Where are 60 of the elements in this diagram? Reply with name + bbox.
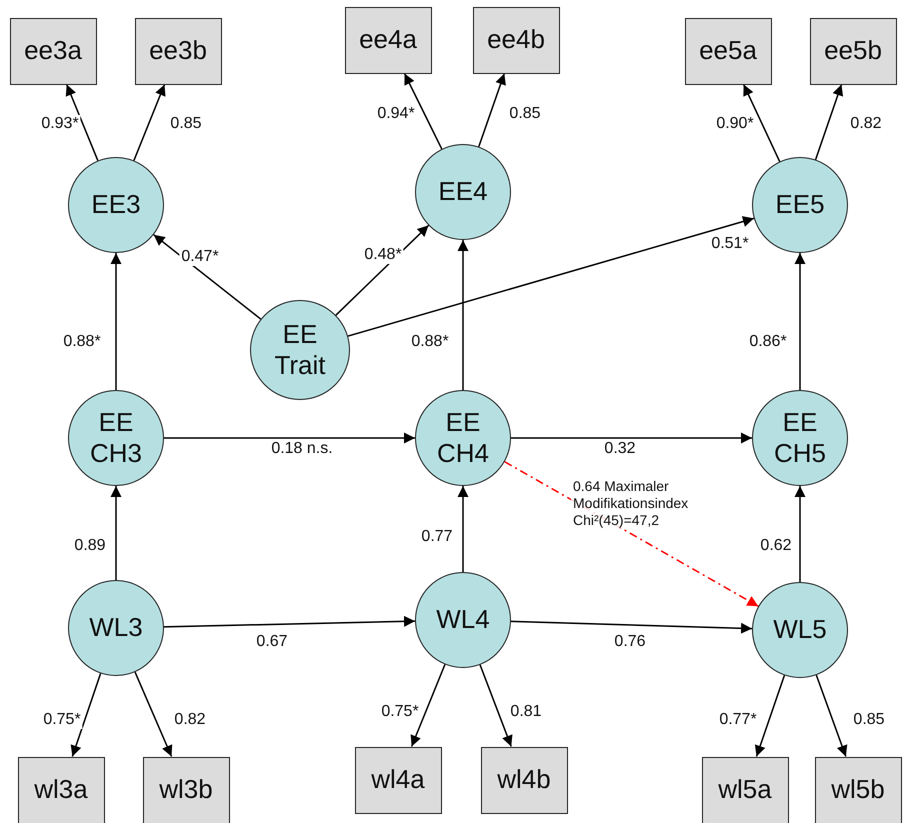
arrow [458, 486, 468, 572]
node-label: ee3b [149, 35, 207, 67]
indicator-box [134, 18, 222, 84]
node-label: EE4 [437, 176, 489, 208]
arrow [511, 432, 752, 444]
node-label: ee5a [699, 35, 757, 67]
node-label: EE CH3 [88, 406, 143, 470]
indicator-box [814, 756, 902, 823]
indicator-box [472, 6, 560, 74]
arrow [794, 486, 806, 582]
arrow [348, 216, 754, 337]
node-label: EE5 [774, 189, 826, 221]
node-label: EE Trait [273, 318, 327, 382]
node-label: ee4b [487, 24, 545, 56]
arrow [66, 84, 99, 161]
arrow [510, 620, 752, 634]
indicator-box [480, 746, 568, 814]
indicator-box [684, 18, 772, 84]
arrow [814, 84, 844, 160]
indicator-box [702, 756, 788, 823]
arrow [110, 253, 122, 390]
arrow [410, 664, 446, 747]
node-label: EE3 [90, 189, 142, 221]
node-label: EE CH4 [436, 406, 490, 470]
indicator-box [810, 18, 896, 84]
indicator-box [344, 6, 432, 74]
arrow [164, 616, 416, 628]
node-label: WL5 [772, 614, 828, 646]
arrow [134, 672, 172, 757]
node-label: WL3 [88, 612, 144, 644]
node-label: ee4a [359, 24, 417, 56]
indicator-box [142, 756, 230, 823]
arrow [458, 240, 468, 390]
arrow [478, 73, 506, 147]
arrow [70, 673, 102, 757]
node-label: wl3b [159, 774, 213, 806]
edge-label: 0.75* [41, 711, 83, 729]
arrow [133, 84, 166, 161]
node-label: wl5a [718, 774, 772, 806]
node-label: wl4a [371, 764, 425, 796]
node-label: wl5b [831, 774, 885, 806]
node-label: WL4 [435, 604, 491, 636]
arrow [794, 253, 806, 390]
arrow [164, 432, 415, 444]
arrow [816, 674, 848, 757]
arrow [479, 664, 512, 747]
node-label: EE CH5 [772, 406, 827, 470]
node-label: wl3a [34, 774, 88, 806]
arrow [754, 675, 786, 757]
arrow [404, 73, 442, 150]
indicator-box [354, 746, 442, 814]
edge-label: 0.48* [362, 246, 404, 264]
indicator-box [10, 18, 96, 84]
node-label: ee3a [24, 35, 82, 67]
edge-label: 0.47* [179, 248, 221, 266]
node-label: wl4b [497, 764, 551, 796]
arrow [110, 486, 122, 580]
node-label: ee5b [824, 35, 882, 67]
arrow [742, 84, 780, 162]
indicator-box [18, 756, 104, 823]
